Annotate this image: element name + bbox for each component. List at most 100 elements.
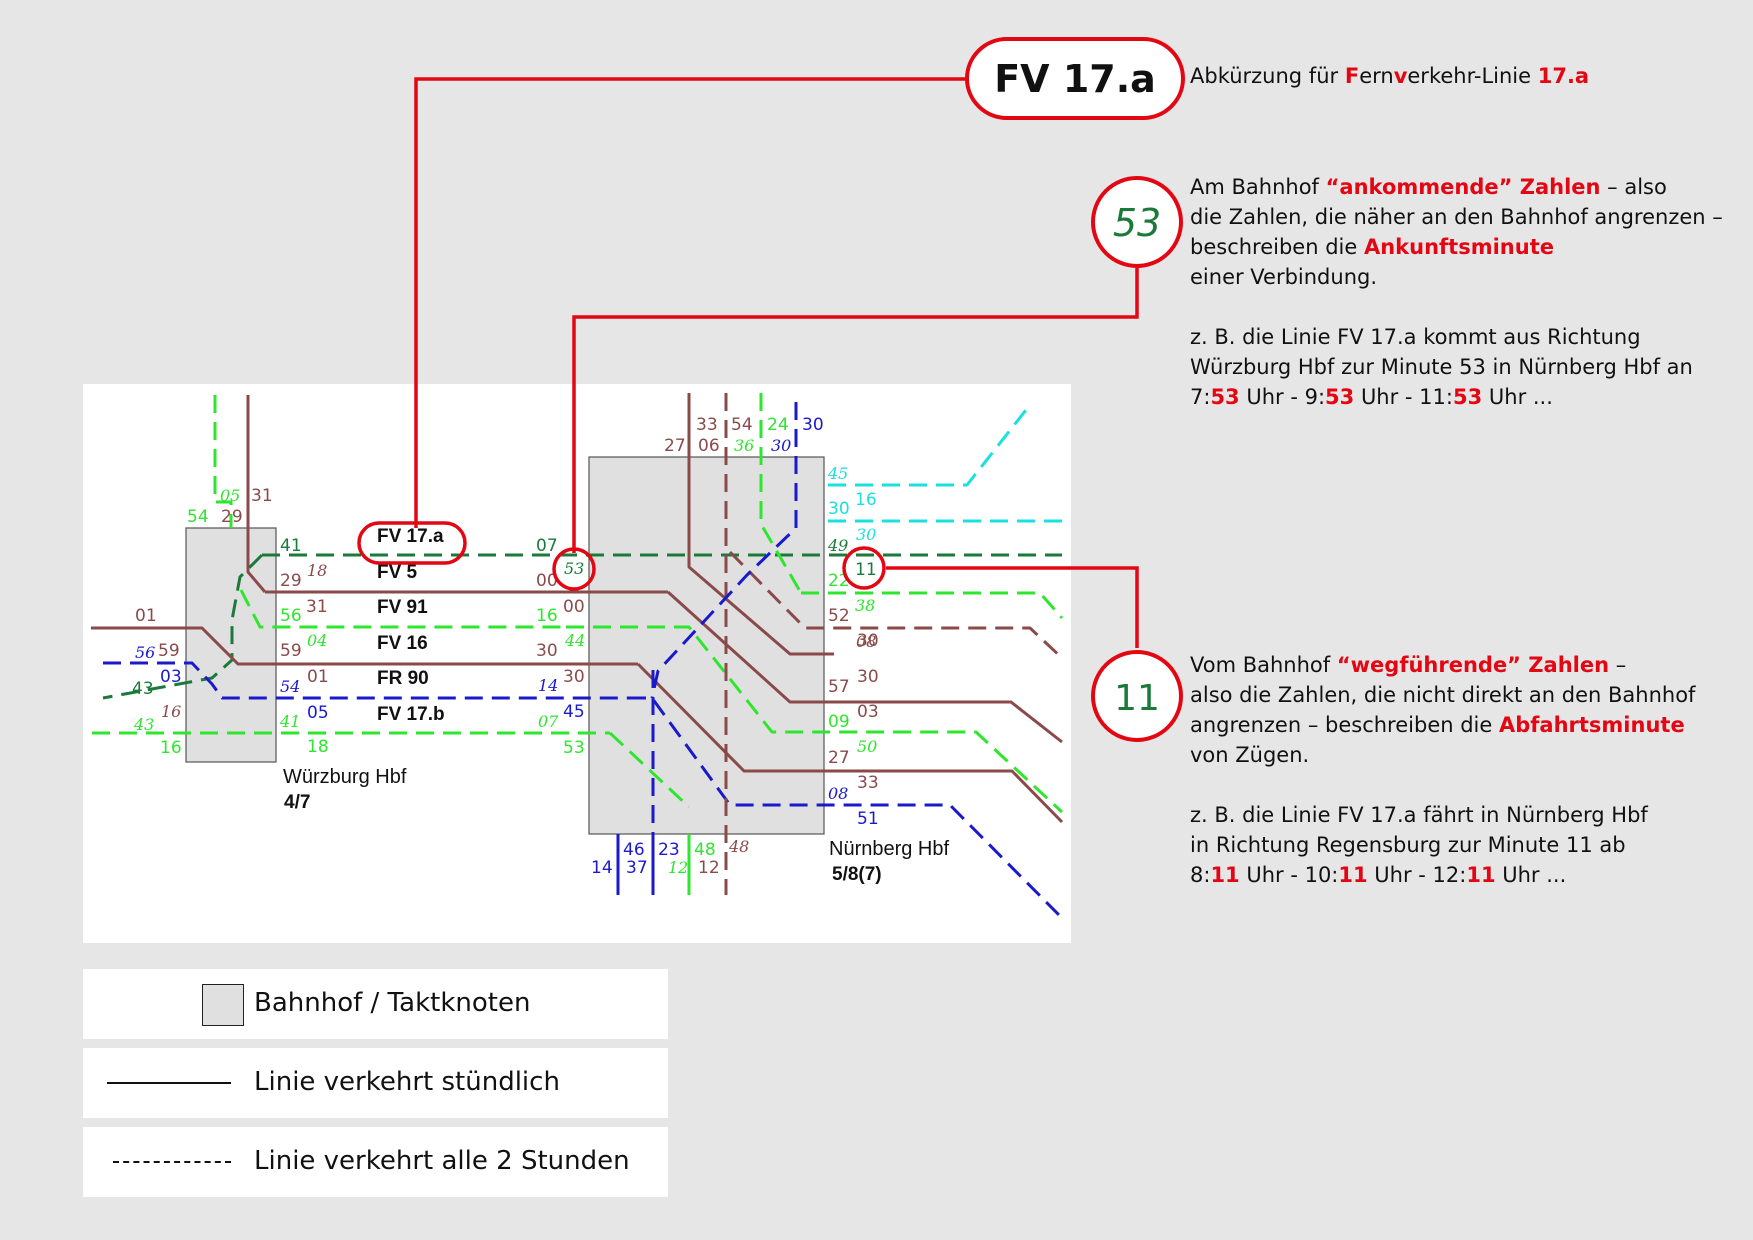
callout-text-part: also die Zahlen, die nicht direkt an den…: [1190, 683, 1696, 707]
callout-text-part: die Zahlen, die näher an den Bahnhof ang…: [1190, 205, 1723, 229]
callout-text-part: Uhr - 12:: [1367, 863, 1467, 887]
minute-label: 12: [698, 858, 720, 878]
minute-label: 23: [658, 840, 680, 860]
minute-label: 16: [855, 490, 877, 510]
minute-label: 01: [135, 606, 157, 626]
minute-label: 31: [306, 597, 328, 617]
callout-text-part: 53: [1325, 385, 1355, 409]
callout-text-part: – also: [1600, 175, 1667, 199]
callout-line: Am Bahnhof “ankommende” Zahlen – also: [1190, 172, 1723, 202]
minute-label: 16: [160, 738, 182, 758]
route-segment-21: [650, 402, 798, 699]
route-segment-1: [246, 395, 267, 593]
minute-label: 33: [857, 773, 879, 793]
minute-label: 43: [133, 715, 154, 734]
callout-line: von Zügen.: [1190, 740, 1695, 770]
route-segment-13: [608, 731, 691, 809]
fv17a-text-part: Abkürzung für: [1190, 64, 1345, 88]
departure-diagram-highlight: [842, 546, 886, 590]
minute-label: 00: [563, 597, 585, 617]
callout-text-part: Am Bahnhof: [1190, 175, 1326, 199]
minute-label: 48: [728, 837, 749, 856]
station-code-nuernberg: 5/8(7): [832, 864, 882, 885]
minute-label: 27: [828, 748, 850, 768]
route-segment-18: [687, 393, 834, 656]
minute-label: 54: [280, 677, 300, 696]
arrival-diagram-minute: 53: [564, 559, 584, 578]
fv17a-text-part: v: [1393, 64, 1408, 88]
legend-station-label: Bahnhof / Taktknoten: [254, 988, 531, 1018]
minute-label: 05: [220, 486, 240, 505]
minute-label: 53: [563, 738, 585, 758]
callout-text-part: Uhr ...: [1482, 385, 1553, 409]
minute-label: 45: [563, 702, 585, 722]
station-box-wuerzburg: [185, 527, 277, 763]
callout-text-part: Uhr - 11:: [1354, 385, 1453, 409]
callout-text-part: Würzburg Hbf zur Minute 53 in Nürnberg H…: [1190, 355, 1693, 379]
callout-line: 8:11 Uhr - 10:11 Uhr - 12:11 Uhr ...: [1190, 860, 1695, 890]
callout-text-part: Ankunftsminute: [1363, 235, 1554, 259]
minute-label: 05: [307, 703, 329, 723]
callout-text-part: in Richtung Regensburg zur Minute 11 ab: [1190, 833, 1626, 857]
minute-label: 59: [158, 641, 180, 661]
minute-label: 51: [857, 809, 879, 829]
arrival-explanation: Am Bahnhof “ankommende” Zahlen – also die…: [1190, 172, 1723, 412]
minute-label: 07: [538, 712, 559, 731]
callout-text-part: Vom Bahnhof: [1190, 653, 1337, 677]
arrival-badge: [1091, 176, 1183, 268]
minute-label: 03: [857, 702, 879, 722]
route-segment-9: [666, 590, 1063, 744]
legend-station: Bahnhof / Taktknoten: [83, 969, 668, 1039]
minute-label: 38: [855, 596, 875, 615]
minute-label: 14: [591, 858, 613, 878]
callout-text-part: einer Verbindung.: [1190, 265, 1378, 289]
station-swatch: [202, 984, 244, 1026]
route-segment-11: [566, 625, 1064, 814]
minute-label: 33: [696, 415, 718, 435]
minute-label: 27: [664, 436, 686, 456]
station-box-nuernberg: [588, 456, 825, 835]
fv17a-text-part: F: [1344, 64, 1360, 88]
station-name-nuernberg: Nürnberg Hbf: [829, 838, 950, 860]
minute-label: 00: [536, 571, 558, 591]
minute-label: 16: [536, 606, 558, 626]
callout-text-part: z. B. die Linie FV 17.a kommt aus Richtu…: [1190, 325, 1641, 349]
minute-label: 24: [767, 415, 789, 435]
route-segment-4: [91, 626, 638, 666]
minute-label: 59: [280, 641, 302, 661]
fv17a-text-part: 17.a: [1537, 64, 1590, 88]
route-segment-16: [828, 409, 1028, 487]
route-segment-3: [239, 589, 566, 629]
minute-label: 18: [307, 737, 329, 757]
arrival-badge-label: 53: [1113, 201, 1161, 245]
departure-diagram-minute: 11: [855, 560, 877, 580]
departure-connector: [886, 566, 1139, 648]
minute-label: 54: [187, 507, 209, 527]
line-name-fr-90: FR 90: [377, 668, 429, 689]
callout-line: einer Verbindung.: [1190, 262, 1723, 292]
fv17a-diagram-highlight: [357, 521, 467, 565]
legend-two-hourly-label: Linie verkehrt alle 2 Stunden: [254, 1146, 630, 1176]
callout-line: z. B. die Linie FV 17.a kommt aus Richtu…: [1190, 322, 1723, 352]
minute-label: 48: [694, 840, 716, 860]
line-name-fv-17-a: FV 17.a: [377, 526, 444, 547]
paragraph-gap: [1190, 770, 1695, 800]
minute-label: 01: [307, 667, 329, 687]
paragraph-gap: [1190, 292, 1723, 322]
callout-text-part: Uhr ...: [1495, 863, 1567, 887]
dashed-line-sample: [113, 1161, 231, 1163]
callout-text-part: Uhr - 10:: [1239, 863, 1339, 887]
line-name-fv-17-b: FV 17.b: [377, 704, 445, 725]
arrival-diagram-highlight: [552, 547, 596, 591]
fv17a-connector: [414, 77, 969, 528]
fv17a-badge-label: FV 17.a: [994, 57, 1156, 101]
minute-label: 44: [564, 631, 585, 650]
minute-label: 45: [827, 464, 848, 483]
minute-label: 54: [731, 415, 753, 435]
minute-label: 30: [857, 667, 879, 687]
route-segment-10: [636, 662, 1064, 824]
callout-text-part: angrenzen – beschreiben die: [1190, 713, 1499, 737]
callout-text-part: z. B. die Linie FV 17.a fährt in Nürnber…: [1190, 803, 1648, 827]
arrival-connector: [572, 268, 1139, 553]
